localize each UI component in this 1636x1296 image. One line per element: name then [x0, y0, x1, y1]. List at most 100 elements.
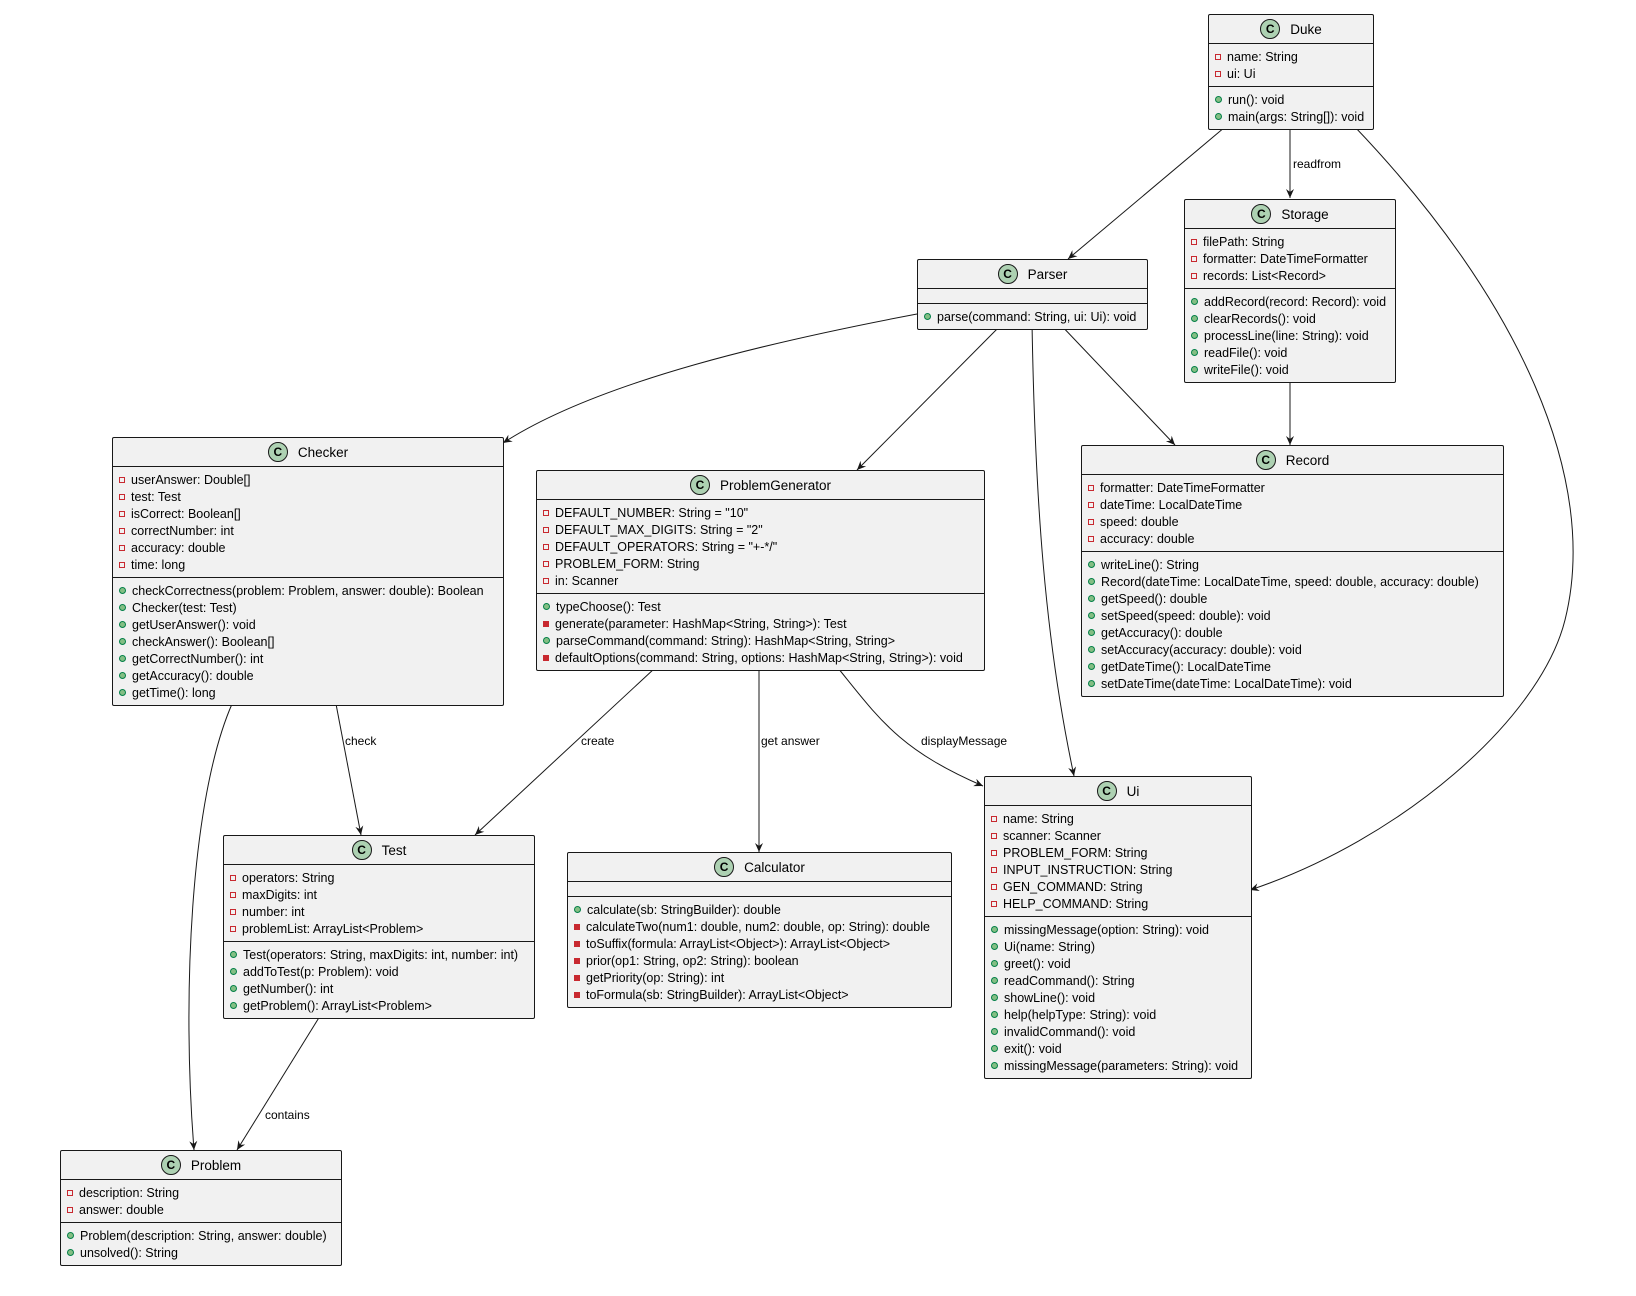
method-text: Test(operators: String, maxDigits: int, … — [243, 947, 519, 962]
field-text: number: int — [242, 904, 305, 919]
class-badge-icon: C — [714, 857, 735, 877]
class-method: getAccuracy(): double — [1082, 624, 1503, 641]
edge-parser-checker — [502, 313, 918, 444]
class-method: exit(): void — [985, 1040, 1251, 1057]
method-text: setSpeed(speed: double): void — [1101, 608, 1271, 623]
private-visibility-icon — [230, 925, 236, 932]
field-text: records: List<Record> — [1203, 268, 1326, 283]
private-visibility-icon — [1088, 535, 1094, 542]
class-field: HELP_COMMAND: String — [985, 895, 1251, 912]
class-method: showLine(): void — [985, 989, 1251, 1006]
method-text: showLine(): void — [1004, 990, 1096, 1005]
class-method: getAccuracy(): double — [113, 667, 503, 684]
class-name: Duke — [1290, 21, 1322, 37]
method-text: generate(parameter: HashMap<String, Stri… — [555, 616, 847, 631]
private-visibility-icon — [574, 957, 580, 964]
class-field: userAnswer: Double[] — [113, 471, 503, 488]
edge-label-create: create — [581, 734, 615, 748]
class-field: DEFAULT_MAX_DIGITS: String = "2" — [537, 521, 984, 538]
method-text: calculateTwo(num1: double, num2: double,… — [586, 919, 930, 934]
private-visibility-icon — [1088, 518, 1094, 525]
public-visibility-icon — [67, 1249, 74, 1256]
private-visibility-icon — [991, 815, 997, 822]
edge-parser-record — [1057, 321, 1176, 446]
class-name: Record — [1285, 452, 1330, 468]
class-method: getCorrectNumber(): int — [113, 650, 503, 667]
class-field: ui: Ui — [1209, 65, 1373, 82]
field-text: dateTime: LocalDateTime — [1100, 497, 1243, 512]
public-visibility-icon — [1215, 96, 1222, 103]
field-text: maxDigits: int — [242, 887, 318, 902]
method-text: setDateTime(dateTime: LocalDateTime): vo… — [1101, 676, 1352, 691]
public-visibility-icon — [924, 313, 931, 320]
private-visibility-icon — [543, 560, 549, 567]
class-name: Checker — [297, 444, 349, 460]
class-field: name: String — [1209, 48, 1373, 65]
class-name: Calculator — [744, 859, 805, 875]
class-field: time: long — [113, 556, 503, 573]
class-method: setAccuracy(accuracy: double): void — [1082, 641, 1503, 658]
public-visibility-icon — [574, 906, 581, 913]
public-visibility-icon — [119, 655, 126, 662]
private-visibility-icon — [991, 832, 997, 839]
public-visibility-icon — [1088, 612, 1095, 619]
class-badge-icon: C — [997, 264, 1018, 284]
method-text: unsolved(): String — [80, 1245, 178, 1260]
class-method: calculateTwo(num1: double, num2: double,… — [568, 918, 951, 935]
private-visibility-icon — [543, 654, 549, 661]
class-method: missingMessage(parameters: String): void — [985, 1057, 1251, 1074]
private-visibility-icon — [574, 974, 580, 981]
class-method: Test(operators: String, maxDigits: int, … — [224, 946, 534, 963]
public-visibility-icon — [230, 951, 237, 958]
class-method: getNumber(): int — [224, 980, 534, 997]
edge-parser-generator — [856, 321, 1005, 471]
class-method: invalidCommand(): void — [985, 1023, 1251, 1040]
class-method: parseCommand(command: String): HashMap<S… — [537, 632, 984, 649]
class-field: test: Test — [113, 488, 503, 505]
method-text: writeLine(): String — [1101, 557, 1199, 572]
class-field: in: Scanner — [537, 572, 984, 589]
class-field: records: List<Record> — [1185, 267, 1395, 284]
method-text: toSuffix(formula: ArrayList<Object>): Ar… — [586, 936, 891, 951]
class-field: isCorrect: Boolean[] — [113, 505, 503, 522]
class-badge-icon: C — [351, 840, 372, 860]
field-text: PROBLEM_FORM: String — [555, 556, 700, 571]
public-visibility-icon — [1191, 315, 1198, 322]
private-visibility-icon — [543, 620, 549, 627]
public-visibility-icon — [119, 621, 126, 628]
class-method: readCommand(): String — [985, 972, 1251, 989]
method-text: Checker(test: Test) — [132, 600, 237, 615]
method-text: parseCommand(command: String): HashMap<S… — [556, 633, 896, 648]
public-visibility-icon — [230, 968, 237, 975]
field-text: in: Scanner — [555, 573, 619, 588]
method-text: getAccuracy(): double — [1101, 625, 1223, 640]
public-visibility-icon — [991, 977, 998, 984]
edge-parser-ui — [1031, 321, 1077, 777]
private-visibility-icon — [119, 476, 125, 483]
public-visibility-icon — [543, 603, 550, 610]
field-text: ui: Ui — [1227, 66, 1256, 81]
class-field: accuracy: double — [1082, 530, 1503, 547]
public-visibility-icon — [991, 994, 998, 1001]
class-method: prior(op1: String, op2: String): boolean — [568, 952, 951, 969]
class-field: answer: double — [61, 1201, 341, 1218]
private-visibility-icon — [1088, 484, 1094, 491]
public-visibility-icon — [1088, 578, 1095, 585]
class-method: toFormula(sb: StringBuilder): ArrayList<… — [568, 986, 951, 1003]
public-visibility-icon — [1215, 113, 1222, 120]
private-visibility-icon — [1215, 53, 1221, 60]
edge-checker-problem — [188, 703, 233, 1151]
private-visibility-icon — [991, 849, 997, 856]
class-name: Ui — [1126, 783, 1140, 799]
edge-generator-ui — [837, 667, 984, 787]
